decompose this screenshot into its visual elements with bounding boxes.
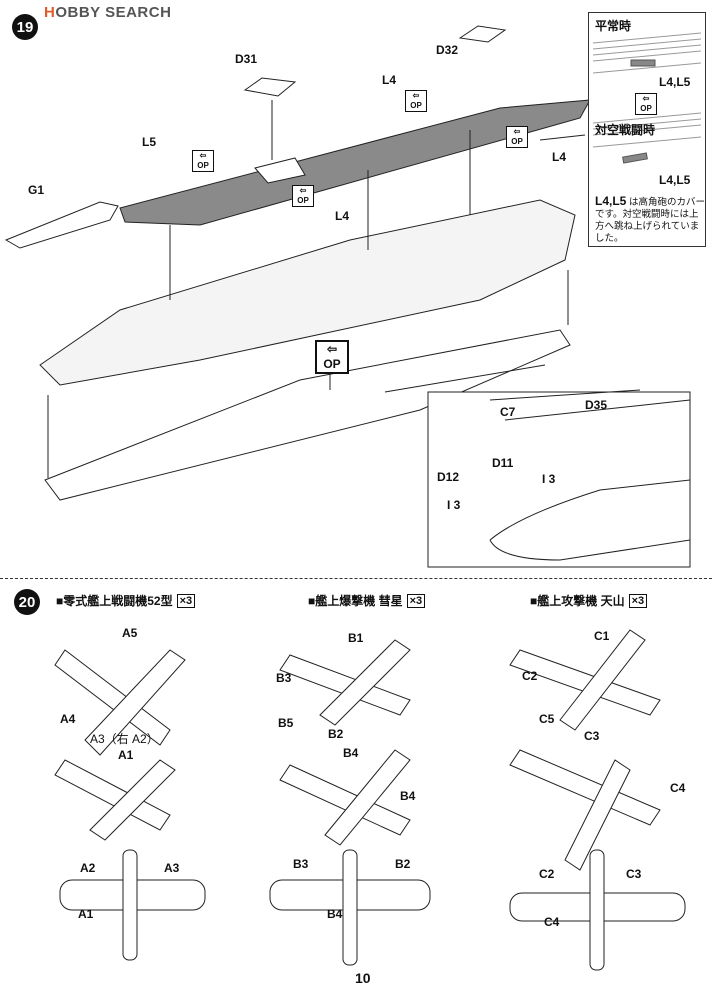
part-label: B3: [293, 857, 309, 871]
section-title-tenzan: ■艦上攻撃機 天山×3: [530, 592, 648, 609]
suisei-bomber-drawings: [269, 639, 431, 966]
section-title-suisei: ■艦上爆撃機 彗星×3: [308, 592, 426, 609]
part-label: A2: [80, 861, 96, 875]
part-d32: [458, 25, 507, 43]
site-logo: HOBBY SEARCH: [44, 4, 172, 21]
ship-lower-hull: [44, 329, 571, 501]
step-19-badge: 19: [12, 14, 38, 40]
part-label: D11: [492, 456, 514, 470]
cover-note-box: 平常時 L4,L5 ⇦OP 対空戦闘時 L4,L5 L4,L5 は高角砲のカバー…: [588, 12, 706, 247]
op-optional-icon: ⇦OP: [635, 93, 657, 115]
part-label: C2: [539, 867, 555, 881]
part-label: G1: [28, 183, 45, 197]
part-label: B4: [327, 907, 343, 921]
part-label: C1: [594, 629, 610, 643]
normal-state-heading: 平常時: [595, 19, 632, 33]
zero-fighter-drawings: [54, 649, 206, 961]
section-title-zero: ■零式艦上戦闘機52型×3: [56, 592, 196, 609]
part-label: A1: [78, 907, 94, 921]
part-label: A3（右 A2）: [90, 732, 159, 746]
detail-box: [427, 391, 691, 568]
part-label: I 3: [447, 498, 461, 512]
part-label: B5: [278, 716, 294, 730]
part-label: C4: [670, 781, 686, 795]
part-label: B2: [328, 727, 344, 741]
part-label: C5: [539, 712, 555, 726]
combat-state-heading: 対空戦闘時: [595, 123, 656, 137]
op-optional-icon: ⇦OP: [506, 126, 528, 148]
part-label: L4: [335, 209, 350, 223]
part-ref: L4,L5: [659, 173, 691, 187]
part-ref: L4,L5: [659, 75, 691, 89]
part-label: C7: [500, 405, 516, 419]
op-optional-icon: ⇦OP: [405, 90, 427, 112]
part-label: L5: [142, 135, 157, 149]
part-label: A3: [164, 861, 180, 875]
part-label: C2: [522, 669, 538, 683]
part-label: B4: [400, 789, 416, 803]
part-label: I 3: [542, 472, 556, 486]
tenzan-bomber-drawings: [509, 629, 686, 971]
op-optional-icon: ⇦OP: [192, 150, 214, 172]
part-label: B3: [276, 671, 292, 685]
part-g1: [4, 201, 119, 249]
part-label: L4: [382, 73, 397, 87]
part-label: D31: [235, 52, 258, 66]
part-label: A5: [122, 626, 138, 640]
flight-deck: [119, 99, 591, 226]
part-label: D35: [585, 398, 608, 412]
cover-detail-drawing: [592, 32, 702, 164]
ship-hull: [39, 199, 576, 386]
part-label: A4: [60, 712, 76, 726]
part-label: D12: [437, 470, 460, 484]
part-label: L4: [552, 150, 567, 164]
part-label: C3: [584, 729, 600, 743]
part-label: C4: [544, 915, 560, 929]
part-label: C3: [626, 867, 642, 881]
op-optional-icon: ⇦OP: [315, 340, 349, 374]
part-label: B1: [348, 631, 364, 645]
part-label: A1: [118, 748, 134, 762]
op-optional-icon: ⇦OP: [292, 185, 314, 207]
note-text: L4,L5 は高角砲のカバーです。対空戦闘時には上方へ跳ね上げられていました。: [595, 194, 705, 244]
step-20-badge: 20: [14, 589, 40, 615]
part-d31: [243, 77, 297, 97]
step-divider: [0, 578, 712, 579]
part-label: B4: [343, 746, 359, 760]
part-label: B2: [395, 857, 411, 871]
part-label: D32: [436, 43, 459, 57]
page-number: 10: [355, 970, 371, 986]
